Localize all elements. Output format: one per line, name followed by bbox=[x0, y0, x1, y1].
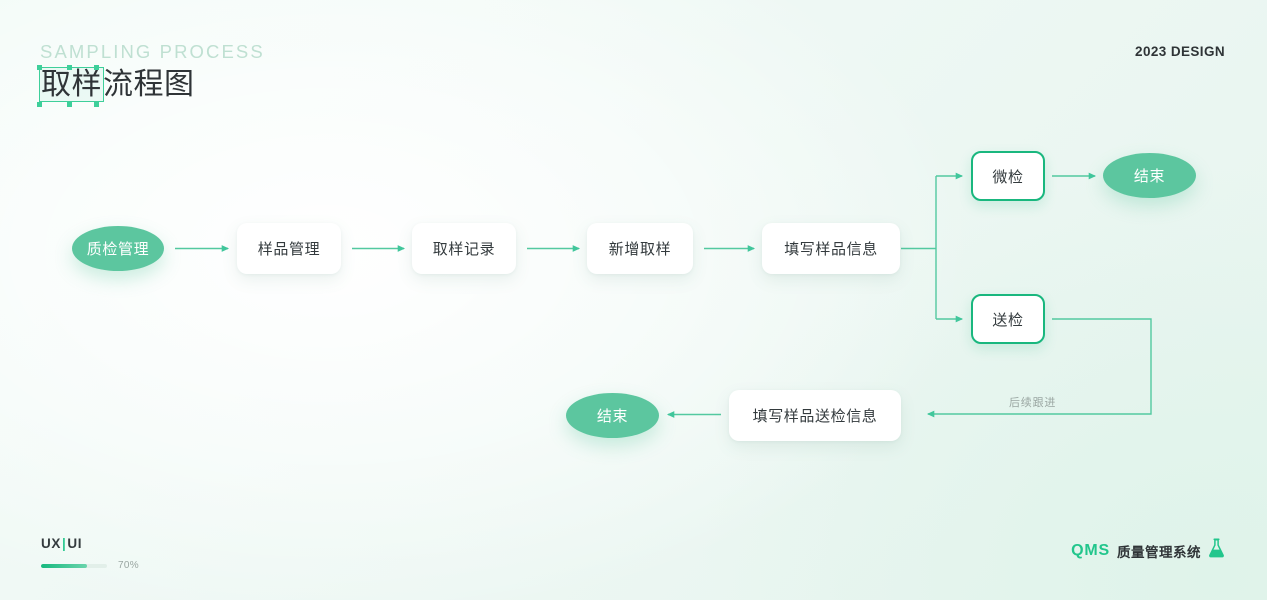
ui-text: UI bbox=[67, 536, 83, 551]
node-send-test[interactable]: 送检 bbox=[971, 294, 1045, 344]
node-fill-send-info[interactable]: 填写样品送检信息 bbox=[729, 390, 901, 441]
ux-ui-label: UX|UI bbox=[41, 536, 139, 551]
progress-bar[interactable] bbox=[41, 563, 107, 568]
node-end-top[interactable]: 结束 bbox=[1103, 153, 1196, 198]
footer-left: UX|UI 70% bbox=[41, 536, 139, 571]
node-micro-test[interactable]: 微检 bbox=[971, 151, 1045, 201]
progress-percent-label: 70% bbox=[118, 560, 139, 571]
node-fill-sample-info[interactable]: 填写样品信息 bbox=[762, 223, 900, 274]
flask-icon bbox=[1208, 538, 1225, 563]
node-sample-management[interactable]: 样品管理 bbox=[237, 223, 341, 274]
ux-text: UX bbox=[41, 536, 61, 551]
edge-label-followup: 后续跟进 bbox=[1009, 397, 1057, 409]
node-end-bottom[interactable]: 结束 bbox=[566, 393, 659, 438]
progress-bar-fill bbox=[41, 563, 88, 568]
title-rest-text: 流程图 bbox=[103, 68, 195, 101]
footer-right: QMS 质量管理系统 bbox=[1071, 538, 1225, 563]
system-name-label: 质量管理系统 bbox=[1117, 544, 1201, 560]
eyebrow-text: SAMPLING PROCESS bbox=[40, 41, 265, 62]
page-title: 取样流程图 bbox=[39, 66, 195, 104]
title-selected-text[interactable]: 取样 bbox=[39, 67, 104, 102]
ux-ui-divider: | bbox=[61, 536, 67, 551]
node-sampling-record[interactable]: 取样记录 bbox=[412, 223, 516, 274]
qms-label: QMS bbox=[1071, 541, 1110, 559]
node-add-sampling[interactable]: 新增取样 bbox=[587, 223, 693, 274]
progress-row: 70% bbox=[41, 560, 139, 571]
design-year-tag: 2023 DESIGN bbox=[1135, 44, 1225, 59]
node-qc-management[interactable]: 质检管理 bbox=[72, 226, 164, 271]
